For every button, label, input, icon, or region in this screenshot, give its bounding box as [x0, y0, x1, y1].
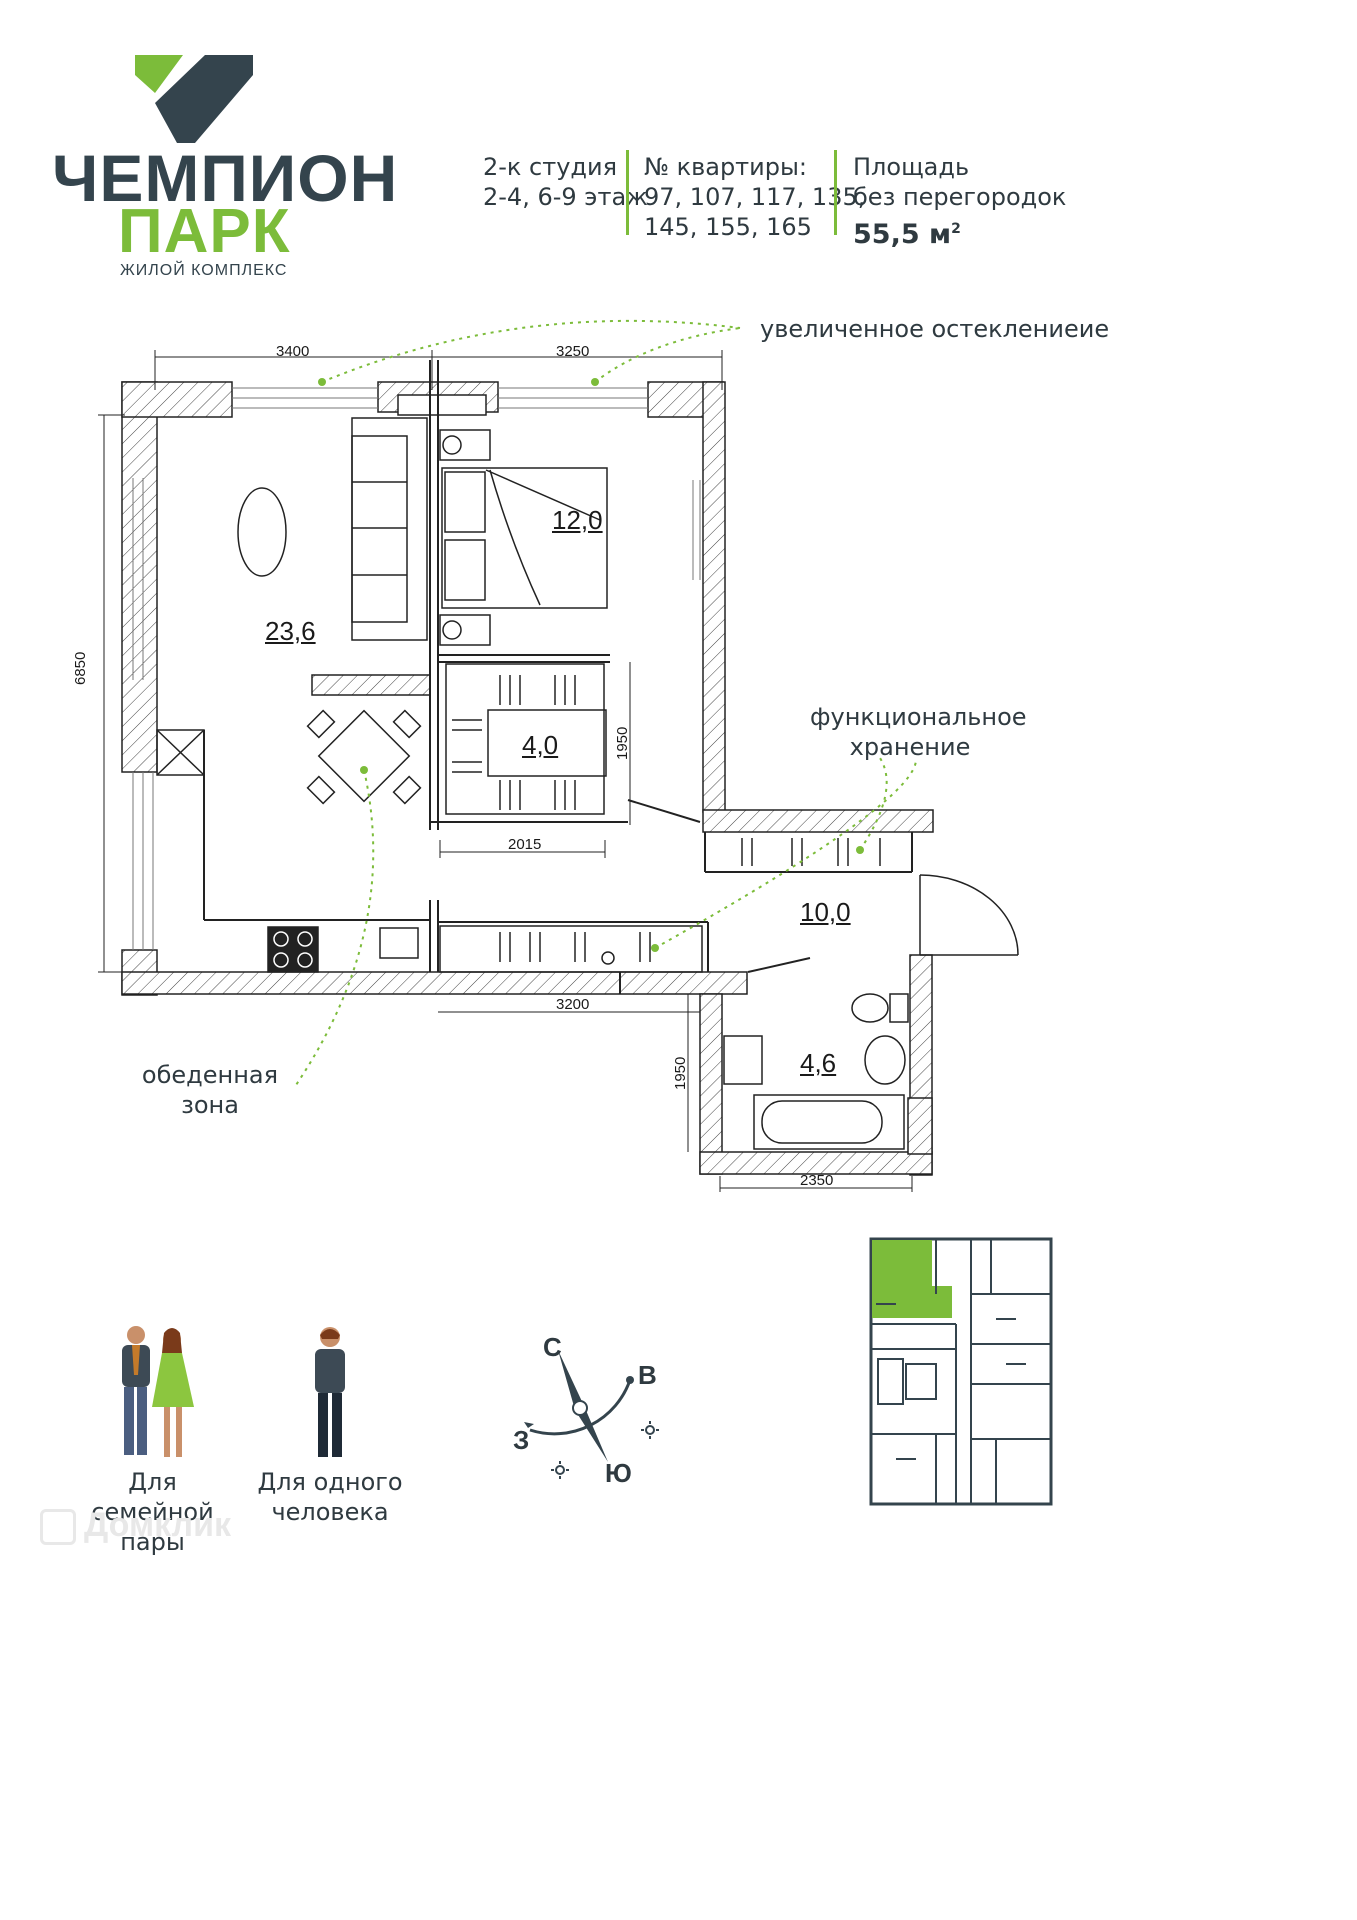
dim-closet-height: 1950 — [614, 726, 631, 760]
annotation-glazing: увеличенное остеклениеие — [760, 315, 1110, 343]
annotation-curves — [295, 319, 918, 1086]
dim-bath-height: 1950 — [672, 1056, 689, 1090]
apartment-type: 2-к студия 2-4, 6-9 этаж — [483, 152, 648, 212]
apartment-numbers: № квартиры: 97, 107, 117, 135, 145, 155,… — [644, 152, 865, 242]
caption-single: Для одного человека — [255, 1467, 405, 1527]
dim-top-left: 3400 — [276, 343, 310, 360]
apt-title: № квартиры: — [644, 153, 808, 181]
compass-east: В — [638, 1360, 657, 1390]
floor-key-plan — [869, 1237, 1053, 1506]
couple-icon — [122, 1326, 194, 1457]
storage-line1: функциональное — [810, 703, 1027, 731]
logo-mark-icon — [135, 55, 253, 143]
couple-line2: пары — [120, 1528, 185, 1556]
compass-icon — [524, 1350, 659, 1479]
caption-couple: Для семейной пары — [70, 1467, 235, 1557]
coffee-table — [237, 487, 287, 577]
watermark-text: Домклик — [84, 1506, 232, 1544]
annotation-dots — [318, 378, 864, 952]
area-block: Площадь без перегородок 55,5 м2 — [853, 152, 1066, 250]
dining-table — [306, 709, 422, 805]
annotation-dining: обеденная зона — [140, 1060, 280, 1120]
room-bedroom-area: 12,0 — [552, 505, 603, 535]
type-line2: 2-4, 6-9 этаж — [483, 183, 648, 211]
dimension-lines — [98, 350, 913, 1192]
watermark-icon — [40, 1509, 76, 1546]
entry-door — [919, 874, 1019, 956]
dining-line2: зона — [181, 1091, 239, 1119]
logo-line3: ЖИЛОЙ КОМПЛЕКС — [120, 262, 288, 279]
couple-line1: Для семейной — [91, 1468, 214, 1526]
area-line1: Площадь — [853, 153, 970, 181]
room-bath-area: 4,6 — [800, 1048, 837, 1078]
vent-shaft — [156, 729, 205, 776]
bathroom-fixtures — [723, 993, 909, 1150]
bed — [439, 429, 608, 646]
closet-shelves — [445, 663, 607, 815]
kitchen — [267, 925, 703, 973]
area-number: 55,5 м — [853, 219, 952, 250]
separator — [626, 150, 629, 235]
dim-top-right: 3250 — [556, 343, 590, 360]
area-line2: без перегородок — [853, 183, 1067, 211]
single-line1: Для одного — [257, 1468, 403, 1496]
sun-icon — [551, 1461, 569, 1479]
apt-line2: 145, 155, 165 — [644, 213, 812, 241]
dim-left: 6850 — [72, 651, 89, 685]
dining-line1: обеденная — [141, 1061, 279, 1089]
room-closet-area: 4,0 — [522, 730, 559, 760]
partitions — [203, 360, 913, 994]
single-line2: человека — [271, 1498, 389, 1526]
windows — [132, 387, 701, 950]
dim-closet-width: 2015 — [508, 836, 542, 853]
sun-icon — [641, 1421, 659, 1439]
compass-west: З — [513, 1425, 530, 1455]
storage-shelving — [499, 838, 881, 962]
room-living-area: 23,6 — [265, 616, 316, 646]
dim-bath-width: 2350 — [800, 1172, 834, 1189]
type-line1: 2-к студия — [483, 153, 618, 181]
compass-north: С — [543, 1332, 562, 1362]
apt-line1: 97, 107, 117, 135, — [644, 183, 866, 211]
watermark: Домклик — [40, 1506, 232, 1546]
logo-line2: ПАРК — [118, 197, 291, 266]
compass-south: Ю — [605, 1458, 632, 1488]
dim-bottom: 3200 — [556, 996, 590, 1013]
annotation-storage: функциональное хранение — [810, 702, 1027, 762]
sofa — [351, 417, 428, 641]
room-hall-area: 10,0 — [800, 897, 851, 927]
separator — [834, 150, 837, 235]
area-unit-sup: 2 — [951, 221, 961, 237]
storage-line2: хранение — [849, 733, 971, 761]
single-person-icon — [315, 1327, 345, 1457]
area-value: 55,5 м2 — [853, 214, 1066, 250]
logo-line1: ЧЕМПИОН — [52, 141, 399, 215]
